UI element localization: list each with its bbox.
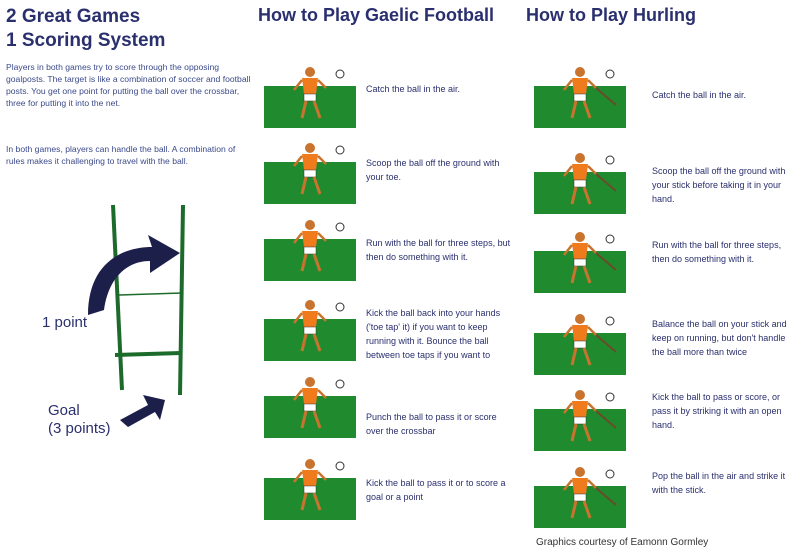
- hurling-step-text: Catch the ball in the air.: [652, 90, 747, 100]
- goal-arrow-icon: [120, 395, 165, 427]
- player-figure-icon: [293, 220, 327, 272]
- gaelic-step-text: Kick the ball back into your hands ('toe…: [366, 308, 501, 360]
- player-figure-icon: [293, 67, 327, 119]
- hurling-step-illustration: [534, 146, 626, 214]
- hurling-step-text: Balance the ball on your stick and keep …: [652, 319, 787, 357]
- ball-icon: [605, 392, 615, 402]
- point-label: 1 point: [42, 314, 88, 331]
- player-figure-icon: [563, 314, 617, 366]
- gaelic-step-illustration: [264, 452, 356, 520]
- ball-icon: [605, 155, 615, 165]
- hurling-step-illustration: [534, 225, 626, 293]
- goal-label-line1: Goal: [48, 402, 80, 419]
- player-figure-icon: [563, 153, 617, 205]
- ball-icon: [605, 316, 615, 326]
- gaelic-heading: How to Play Gaelic Football: [258, 5, 495, 25]
- hurling-step-illustration: [534, 460, 626, 528]
- ball-icon: [335, 145, 345, 155]
- player-figure-icon: [563, 390, 617, 442]
- player-figure-icon: [293, 143, 327, 195]
- ball-icon: [335, 302, 345, 312]
- gaelic-step-text: Catch the ball in the air.: [366, 84, 461, 94]
- hurling-step-illustration: [534, 60, 626, 128]
- ball-icon: [335, 69, 345, 79]
- ball-icon: [335, 461, 345, 471]
- gaelic-step-text: Punch the ball to pass it or score over …: [366, 412, 497, 436]
- goal-label-line2: (3 points): [48, 420, 111, 437]
- ball-icon: [335, 222, 345, 232]
- main-title-line2: 1 Scoring System: [6, 30, 166, 51]
- gaelic-step-illustration: [264, 213, 356, 281]
- goalpost-diagram: [88, 204, 185, 427]
- intro-paragraph-2: In both games, players can handle the ba…: [6, 144, 236, 166]
- player-figure-icon: [563, 467, 617, 519]
- player-figure-icon: [293, 459, 327, 511]
- ball-icon: [605, 69, 615, 79]
- gaelic-step-illustration: [264, 293, 356, 361]
- graphics-credit: Graphics courtesy of Eamonn Gormley: [536, 537, 709, 548]
- player-figure-icon: [293, 300, 327, 352]
- main-title-line1: 2 Great Games: [6, 6, 141, 27]
- gaelic-step-text: Kick the ball to pass it or to score a g…: [366, 478, 506, 502]
- ball-icon: [605, 469, 615, 479]
- hurling-step-illustration: [534, 383, 626, 451]
- player-figure-icon: [293, 377, 327, 429]
- hurling-step-text: Kick the ball to pass or score, or pass …: [652, 392, 782, 430]
- player-figure-icon: [563, 232, 617, 284]
- point-arrow-icon: [88, 235, 180, 315]
- hurling-heading: How to Play Hurling: [526, 5, 697, 25]
- ball-icon: [605, 234, 615, 244]
- goalpost-icon: [111, 204, 185, 396]
- gaelic-step-text: Scoop the ball off the ground with your …: [366, 158, 500, 182]
- gaelic-step-illustration: [264, 136, 356, 204]
- hurling-step-illustration: [534, 307, 626, 375]
- gaelic-step-illustration: [264, 60, 356, 128]
- gaelic-step-illustration: [264, 370, 356, 438]
- intro-paragraph-1: Players in both games try to score throu…: [6, 62, 251, 108]
- gaelic-step-text: Run with the ball for three steps, but t…: [366, 238, 511, 262]
- hurling-step-text: Run with the ball for three steps, then …: [652, 240, 782, 264]
- player-figure-icon: [563, 67, 617, 119]
- ball-icon: [335, 379, 345, 389]
- hurling-step-text: Pop the ball in the air and strike it wi…: [652, 471, 786, 495]
- hurling-step-text: Scoop the ball off the ground with your …: [652, 166, 786, 204]
